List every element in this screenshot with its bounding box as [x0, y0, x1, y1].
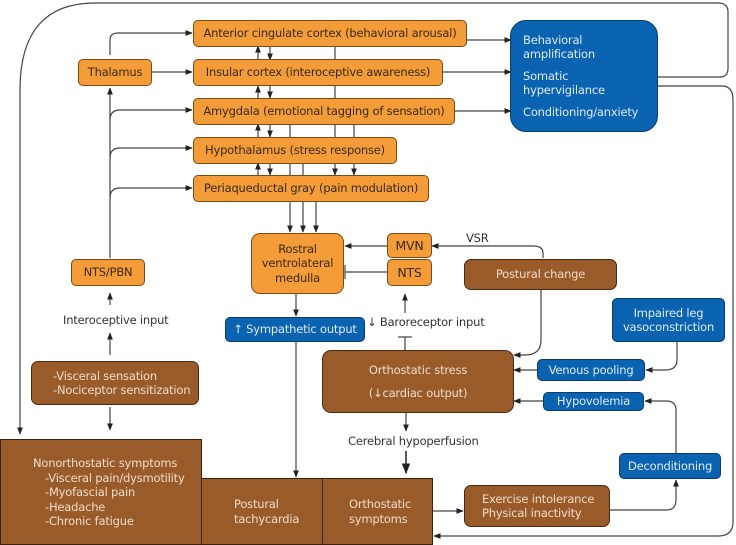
- hypothalamus-box: Hypothalamus (stress response): [193, 137, 397, 164]
- nts-pbn-box: NTS/PBN: [71, 259, 145, 286]
- behavior-item: Conditioning/anxiety: [523, 104, 639, 119]
- interoceptive-input-label: Interoceptive input: [63, 313, 169, 327]
- postural-tachycardia-line: tachycardia: [234, 511, 300, 526]
- rvlm-box: Rostral ventrolateral medulla: [251, 233, 344, 294]
- sympathetic-output-box: ↑ Sympathetic output: [225, 317, 365, 342]
- vsr-label: VSR: [466, 231, 489, 245]
- behavior-item: Somatic hypervigilance: [523, 68, 605, 98]
- orthostatic-stress-box: Orthostatic stress (↓cardiac output): [322, 350, 514, 413]
- behavior-box: Behavioral amplification Somatic hypervi…: [510, 20, 658, 132]
- cerebral-hypoperfusion-label: Cerebral hypoperfusion: [348, 434, 479, 448]
- venous-pooling-box: Venous pooling: [537, 359, 645, 381]
- rvlm-line: medulla: [275, 270, 320, 285]
- nts-box: NTS: [387, 259, 432, 286]
- mvn-box: MVN: [387, 233, 432, 258]
- nonorthostatic-item: -Myofascial pain: [45, 485, 136, 500]
- deconditioning-box: Deconditioning: [619, 453, 721, 479]
- orthostatic-symptoms-line: Orthostatic: [349, 497, 411, 512]
- feedback-loop-right: [433, 85, 734, 539]
- rvlm-line: Rostral: [278, 241, 317, 256]
- periaqueductal-gray-box: Periaqueductal gray (pain modulation): [193, 175, 429, 202]
- postural-change-box: Postural change: [464, 259, 617, 290]
- baroreceptor-input-label: ↓ Baroreceptor input: [367, 315, 485, 329]
- nonorthostatic-item: -Headache: [45, 499, 106, 514]
- nonorthostatic-symptoms-box: Nonorthostatic symptoms -Visceral pain/d…: [0, 439, 202, 545]
- orthostatic-symptoms-line: symptoms: [349, 511, 408, 526]
- orthostatic-stress-line: (↓cardiac output): [368, 385, 468, 400]
- orthostatic-symptoms-box: Orthostatic symptoms: [322, 478, 433, 545]
- visceral-sensation-box: -Visceral sensation -Nociceptor sensitiz…: [31, 361, 199, 405]
- visceral-item: -Nociceptor sensitization: [53, 383, 191, 397]
- exercise-line: Exercise intolerance: [482, 491, 595, 506]
- feedback-loop-left: [17, 2, 729, 435]
- impaired-leg-box: Impaired leg vasoconstriction: [612, 298, 725, 342]
- behavior-item: Behavioral amplification: [523, 32, 595, 62]
- rvlm-line: ventrolateral: [261, 256, 334, 271]
- nonorthostatic-item: -Visceral pain/dysmotility: [45, 470, 185, 485]
- anterior-cingulate-box: Anterior cingulate cortex (behavioral ar…: [193, 20, 467, 47]
- impaired-leg-line: vasoconstriction: [622, 320, 715, 334]
- amygdala-box: Amygdala (emotional tagging of sensation…: [193, 98, 455, 125]
- nonorthostatic-title: Nonorthostatic symptoms: [33, 455, 178, 470]
- nonorthostatic-item: -Chronic fatigue: [45, 514, 134, 529]
- postural-tachycardia-line: Postural: [234, 497, 279, 512]
- thalamus-box: Thalamus: [78, 59, 152, 86]
- exercise-line: Physical inactivity: [482, 506, 582, 520]
- hypovolemia-box: Hypovolemia: [543, 392, 644, 411]
- exercise-intolerance-box: Exercise intolerance Physical inactivity: [464, 485, 610, 527]
- insular-cortex-box: Insular cortex (interoceptive awareness): [193, 59, 443, 86]
- postural-tachycardia-box: Postural tachycardia: [201, 478, 323, 545]
- visceral-item: -Visceral sensation: [53, 368, 157, 383]
- orthostatic-stress-line: Orthostatic stress: [368, 363, 468, 378]
- impaired-leg-line: Impaired leg: [633, 305, 704, 320]
